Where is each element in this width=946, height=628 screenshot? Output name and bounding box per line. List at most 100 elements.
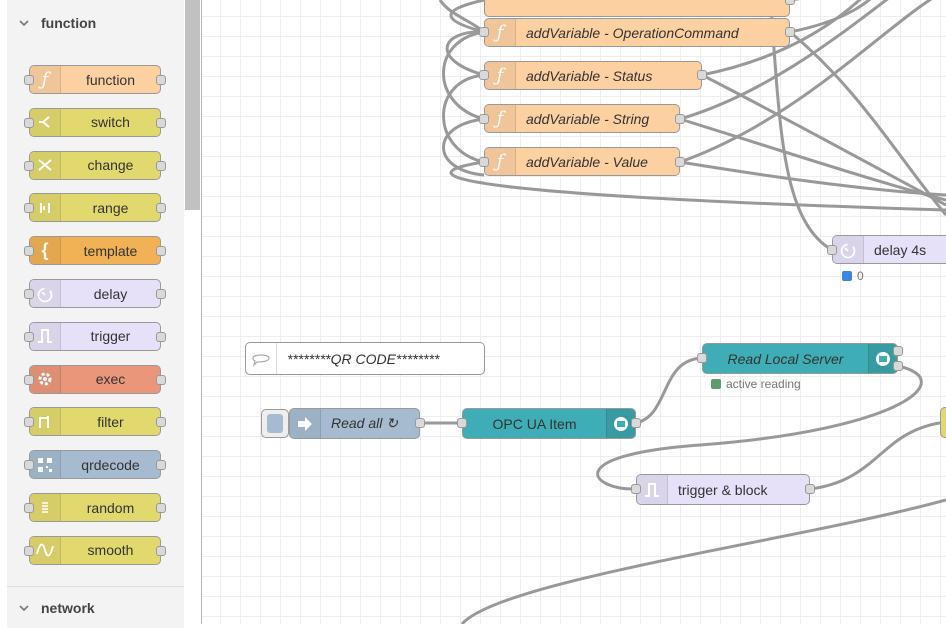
output-port[interactable] <box>893 346 903 356</box>
input-port[interactable] <box>457 418 467 428</box>
inject-node[interactable]: Read all ↻ <box>289 408 420 439</box>
function-node[interactable]: ƒ addVariable - String <box>484 104 680 133</box>
input-port <box>24 117 34 128</box>
status-text: active reading <box>726 377 801 391</box>
node-status: 0 <box>842 269 864 283</box>
palette-node-label: delay <box>93 285 128 302</box>
output-port[interactable] <box>675 157 685 167</box>
category-header-function[interactable]: function <box>7 2 184 44</box>
function-icon: ƒ <box>485 105 516 132</box>
palette-node-qrdecode[interactable]: qrdecode <box>29 450 161 480</box>
function-node[interactable] <box>484 0 790 17</box>
palette-node-label: random <box>86 499 135 516</box>
output-port[interactable] <box>893 361 903 371</box>
palette-node-exec[interactable]: exec <box>29 364 161 394</box>
input-port <box>24 417 34 428</box>
status-dot <box>842 271 852 281</box>
input-port <box>24 374 34 385</box>
palette-node-label: change <box>87 157 134 174</box>
input-port[interactable] <box>479 27 489 37</box>
palette-node-label: switch <box>91 114 130 131</box>
category-header-network[interactable]: network <box>7 586 184 628</box>
wire <box>789 0 872 34</box>
switch-icon <box>30 108 61 136</box>
palette-node-delay[interactable]: delay <box>29 279 161 308</box>
input-port[interactable] <box>479 157 489 167</box>
palette-node-range[interactable]: range <box>29 193 161 223</box>
node-label: addVariable - String <box>526 110 650 127</box>
palette-node-filter[interactable]: filter <box>29 407 161 437</box>
trigger-node[interactable]: trigger & block <box>636 474 810 505</box>
palette-node-trigger[interactable]: trigger <box>29 321 161 351</box>
input-port <box>24 545 34 556</box>
trigger-icon <box>30 322 61 350</box>
range-icon <box>30 194 61 222</box>
input-port[interactable] <box>827 245 837 255</box>
palette-node-label: function <box>85 71 136 88</box>
partial-node[interactable] <box>940 407 946 438</box>
arrow-right-icon <box>290 409 321 438</box>
node-label: Read Local Server <box>727 350 844 367</box>
delay-icon <box>833 236 864 263</box>
output-port[interactable] <box>805 484 815 494</box>
palette-node-change[interactable]: change <box>29 150 161 180</box>
palette-node-switch[interactable]: switch <box>29 107 161 137</box>
function-icon: ƒ <box>485 19 516 46</box>
palette-node-label: range <box>92 199 129 216</box>
function-node[interactable]: ƒ addVariable - Value <box>484 147 680 176</box>
palette-scroll-thumb[interactable] <box>185 0 200 210</box>
node-label: trigger & block <box>678 481 768 498</box>
wire <box>701 0 862 77</box>
chevron-down-icon <box>19 20 29 27</box>
node-label: addVariable - Value <box>526 153 648 170</box>
input-port[interactable] <box>479 70 489 80</box>
function-icon: ƒ <box>30 66 61 93</box>
output-port[interactable] <box>697 70 707 80</box>
output-port[interactable] <box>785 0 795 5</box>
output-port[interactable] <box>675 114 685 124</box>
input-port <box>24 160 34 171</box>
wire <box>449 0 485 34</box>
chevron-down-icon <box>19 604 29 611</box>
inject-button[interactable] <box>261 409 289 438</box>
output-port[interactable] <box>785 27 795 37</box>
wire <box>449 160 946 212</box>
input-port <box>24 246 34 257</box>
palette-node-template[interactable]: {template <box>29 236 161 266</box>
input-port[interactable] <box>631 484 641 494</box>
opcua-item-node[interactable]: OPC UA Item <box>462 408 636 439</box>
delay-node[interactable]: delay 4s <box>832 235 946 264</box>
palette-node-label: smooth <box>87 542 134 559</box>
output-port <box>156 246 166 257</box>
output-port <box>156 417 166 428</box>
comment-node[interactable]: ********QR CODE******** <box>245 342 485 375</box>
palette-node-smooth[interactable]: smooth <box>29 535 161 565</box>
node-label: addVariable - OperationCommand <box>526 24 739 41</box>
palette-node-random[interactable]: random <box>29 493 161 522</box>
smooth-icon <box>30 536 61 564</box>
output-port[interactable] <box>631 418 641 428</box>
palette-node-label: exec <box>95 371 126 388</box>
input-port[interactable] <box>697 353 707 363</box>
output-port <box>156 545 166 556</box>
status-dot <box>711 379 721 389</box>
palette-node-label: trigger <box>90 328 131 345</box>
exec-icon <box>30 365 61 393</box>
palette-node-function[interactable]: ƒ function <box>29 65 161 94</box>
output-port <box>156 503 166 513</box>
palette-node-label: template <box>83 242 138 259</box>
input-port <box>24 75 34 85</box>
input-port[interactable] <box>479 114 489 124</box>
function-node[interactable]: ƒ addVariable - OperationCommand <box>484 18 790 47</box>
wire <box>701 73 946 207</box>
output-port <box>156 160 166 171</box>
opcua-icon <box>868 344 897 373</box>
output-port <box>156 331 166 342</box>
function-node[interactable]: ƒ addVariable - Status <box>484 61 702 90</box>
wire <box>445 30 485 77</box>
opcua-client-node[interactable]: Read Local Server <box>702 343 898 374</box>
comment-icon <box>246 343 277 374</box>
opcua-icon <box>606 409 635 438</box>
node-label: delay 4s <box>874 241 927 258</box>
output-port[interactable] <box>415 418 425 428</box>
